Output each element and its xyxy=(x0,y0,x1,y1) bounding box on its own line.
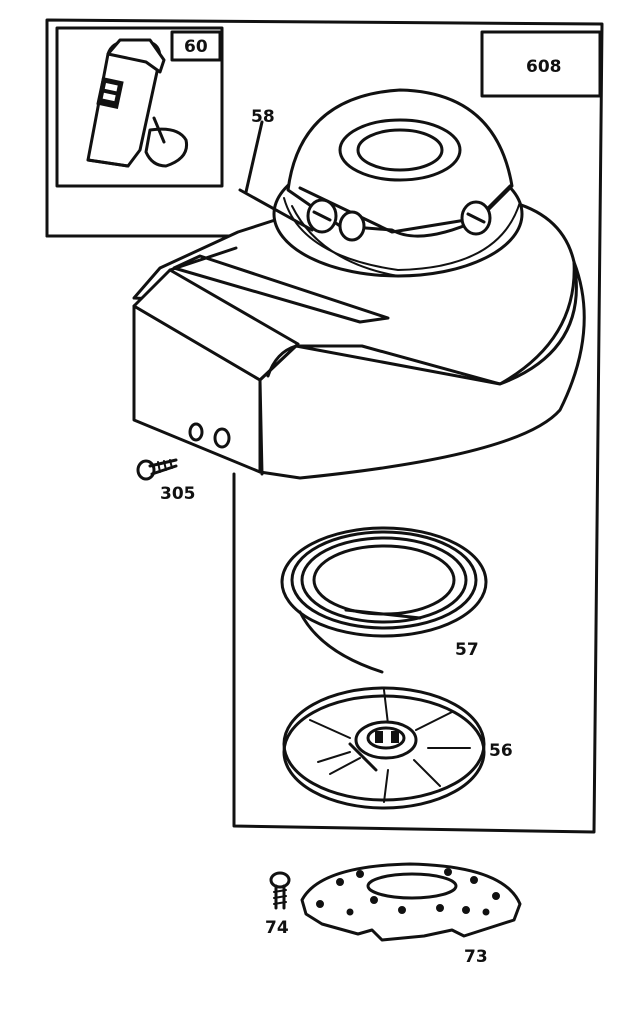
plate-holes xyxy=(316,868,500,916)
handle-inset: 60 xyxy=(55,26,224,188)
label-box-608: 608 xyxy=(480,30,602,98)
rope-guide: 58 xyxy=(238,107,314,232)
screw-305: 305 xyxy=(136,458,196,504)
rewind-spring: 57 xyxy=(280,526,488,674)
label-608: 608 xyxy=(526,57,562,77)
label-56: 56 xyxy=(489,741,513,761)
cap-screw-right xyxy=(460,200,492,236)
mounting-plate: 73 xyxy=(300,862,522,967)
label-57: 57 xyxy=(455,640,479,660)
cap-screw-left xyxy=(306,198,338,234)
label-58: 58 xyxy=(251,107,275,127)
label-60: 60 xyxy=(184,37,208,57)
label-73: 73 xyxy=(464,947,488,967)
screw-74: 74 xyxy=(265,871,291,938)
starter-handle xyxy=(86,38,189,168)
cap-screw-mid xyxy=(338,210,366,242)
assembly-frame xyxy=(45,18,604,834)
pulley: 56 xyxy=(282,686,513,810)
label-74: 74 xyxy=(265,918,289,938)
rotating-screen-cap xyxy=(272,88,524,278)
label-305: 305 xyxy=(160,484,196,504)
